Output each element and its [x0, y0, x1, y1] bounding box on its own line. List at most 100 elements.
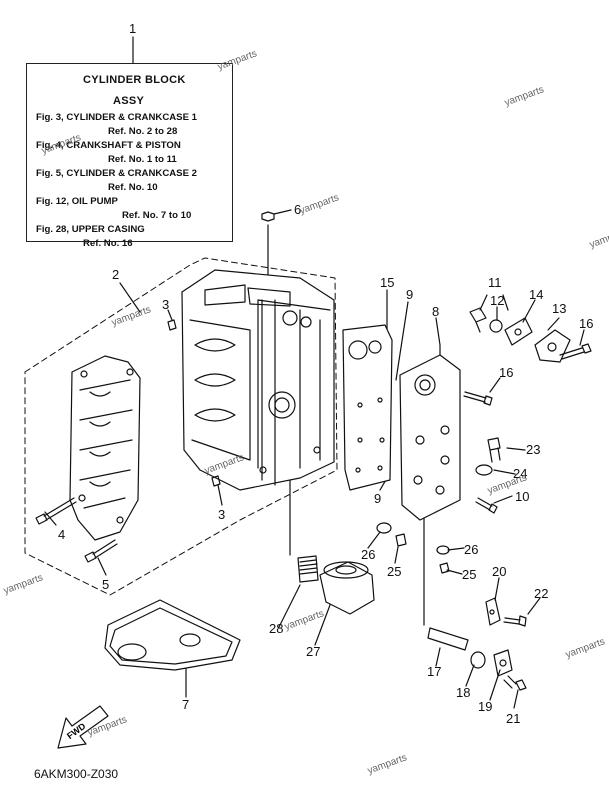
callout-3: 3 — [218, 507, 226, 522]
callout-11: 11 — [488, 275, 502, 290]
dowel-pin — [211, 475, 221, 487]
exhaust-cover — [69, 355, 141, 541]
bolt — [84, 539, 118, 563]
callout-20: 20 — [492, 564, 507, 579]
callout-19: 19 — [478, 699, 493, 714]
leader-26b — [447, 547, 465, 551]
ref-no: Ref. No. 7 to 10 — [122, 210, 192, 221]
callout-4: 4 — [58, 527, 66, 542]
leader-17 — [435, 647, 441, 667]
leader-26a — [367, 531, 381, 549]
leader-16b — [489, 377, 501, 393]
leader-5 — [97, 557, 107, 576]
callout-1: 1 — [129, 21, 137, 36]
box-title: CYLINDER BLOCK — [83, 74, 186, 86]
leader-9a — [395, 301, 409, 381]
callout-14: 14 — [529, 287, 544, 302]
callout-15: 15 — [380, 275, 395, 290]
callout-16: 16 — [499, 365, 514, 380]
o-ring-24 — [475, 464, 493, 476]
union-bolt — [297, 555, 319, 583]
plug-25a — [395, 533, 407, 547]
callout-12: 12 — [490, 293, 505, 308]
callout-28: 28 — [269, 621, 284, 636]
bolt-16a — [559, 343, 592, 360]
leader-19 — [489, 669, 501, 701]
callout-9: 9 — [406, 287, 414, 302]
callout-24: 24 — [513, 466, 528, 481]
bracket-19 — [493, 649, 513, 677]
callout-5: 5 — [102, 577, 110, 592]
reference-box: CYLINDER BLOCK ASSY Fig. 3, CYLINDER & C… — [26, 63, 233, 249]
ref-fig: Fig. 4, CRANKSHAFT & PISTON — [36, 140, 181, 151]
diagram-code: 6AKM300-Z030 — [34, 767, 119, 781]
ref-no: Ref. No. 1 to 11 — [108, 154, 177, 165]
callout-23: 23 — [526, 442, 541, 457]
callout-13: 13 — [552, 301, 567, 316]
leader-20 — [494, 577, 500, 601]
leader-3b — [217, 484, 223, 506]
callout-2: 2 — [112, 267, 120, 282]
thermostat-cover-13 — [534, 329, 571, 363]
cover-plate — [399, 354, 461, 521]
exhaust-gasket — [104, 599, 241, 671]
assembly-outline — [24, 257, 338, 596]
plug-25b — [439, 562, 450, 574]
oil-filter — [319, 561, 375, 615]
leader-18 — [465, 664, 475, 687]
bolt — [35, 497, 77, 525]
washer-26b — [436, 545, 450, 555]
leader-27 — [314, 604, 331, 646]
ref-no: Ref. No. 10 — [108, 182, 158, 193]
bolt-21 — [503, 675, 527, 691]
leader-10 — [493, 495, 513, 504]
bracket-20 — [485, 597, 501, 626]
leader-24 — [493, 469, 516, 475]
callout-25: 25 — [387, 564, 402, 579]
washer-26a — [376, 522, 392, 534]
plate-14 — [504, 317, 533, 346]
callout-22: 22 — [534, 586, 549, 601]
callout-27: 27 — [306, 644, 321, 659]
callout-3: 3 — [162, 297, 170, 312]
gasket — [342, 324, 393, 491]
leader-2 — [119, 282, 141, 313]
leader-28 — [278, 584, 301, 628]
leader-6 — [273, 209, 292, 215]
leader-13 — [547, 317, 560, 331]
callout-6: 6 — [294, 202, 302, 217]
leader-11 — [479, 294, 509, 311]
grommet-18 — [470, 651, 486, 669]
leader-25a — [394, 546, 399, 564]
callout-7: 7 — [182, 697, 190, 712]
fwd-arrow — [57, 705, 109, 749]
o-ring-12 — [489, 319, 503, 333]
leader-23 — [506, 447, 526, 451]
leader-22 — [527, 597, 541, 615]
callout-18: 18 — [456, 685, 471, 700]
leader-3a — [167, 309, 173, 321]
ref-fig: Fig. 3, CYLINDER & CRANKCASE 1 — [36, 112, 197, 123]
fitting-10 — [475, 497, 498, 514]
plug-23 — [487, 437, 501, 463]
callout-17: 17 — [427, 664, 442, 679]
plug — [261, 211, 275, 222]
ref-fig: Fig. 12, OIL PUMP — [36, 196, 118, 207]
callout-21: 21 — [506, 711, 521, 726]
callout-26: 26 — [464, 542, 479, 557]
ref-no: Ref. No. 2 to 28 — [108, 126, 178, 137]
leader-21 — [513, 689, 519, 709]
ref-fig: Fig. 28, UPPER CASING — [36, 224, 145, 235]
callout-10: 10 — [515, 489, 530, 504]
leader-16a — [579, 329, 585, 346]
box-subtitle: ASSY — [113, 95, 145, 107]
fitting-11 — [469, 307, 487, 333]
callout-16: 16 — [579, 316, 594, 331]
callout-8: 8 — [432, 304, 440, 319]
dowel-pin — [167, 319, 177, 331]
callout-9: 9 — [374, 491, 382, 506]
ref-no: Ref. No. 16 — [83, 238, 133, 249]
callout-25: 25 — [462, 567, 477, 582]
cylinder-block — [181, 269, 335, 491]
